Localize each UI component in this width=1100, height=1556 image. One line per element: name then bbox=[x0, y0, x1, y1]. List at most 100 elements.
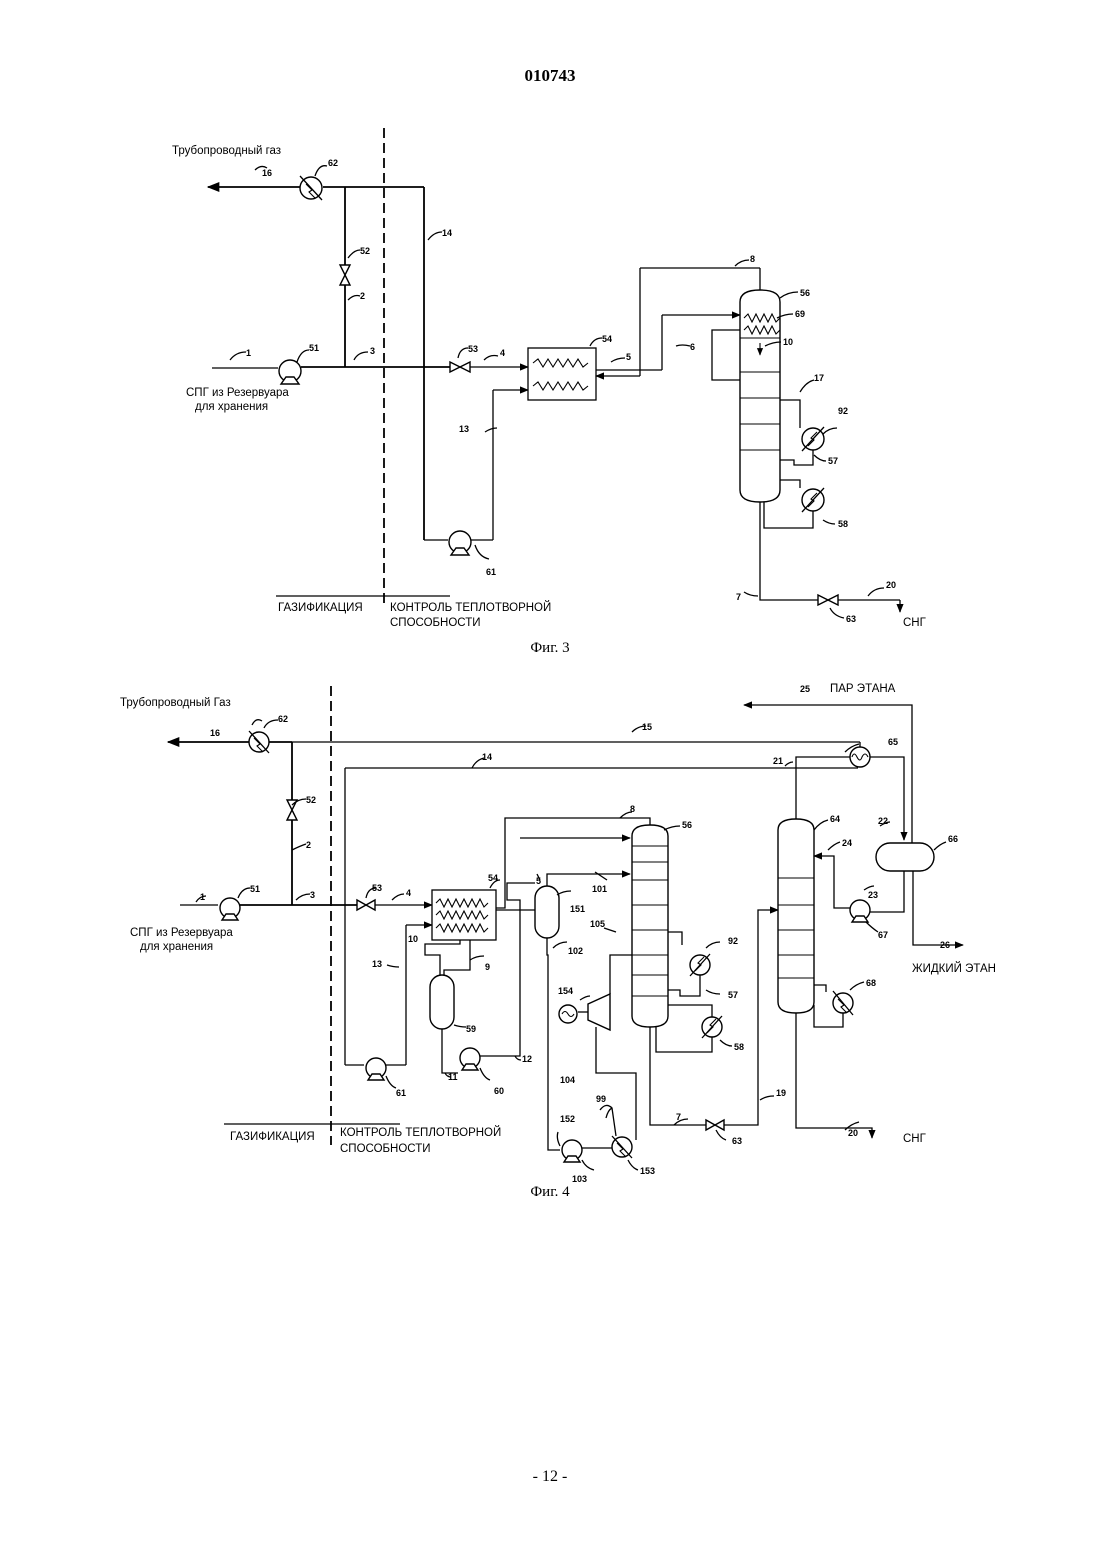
fig4-pump-67 bbox=[850, 900, 870, 922]
fig3-num-54: 54 bbox=[602, 334, 612, 344]
fig4-num-154: 154 bbox=[558, 986, 573, 996]
fig4-num-3: 3 bbox=[310, 890, 315, 900]
fig4-ngl-label: СНГ bbox=[903, 1133, 927, 1145]
fig4-stream-8 bbox=[496, 818, 650, 908]
fig4-exchanger-92 bbox=[690, 954, 710, 976]
fig3-pipeline-gas-label: Трубопроводный газ bbox=[172, 145, 281, 157]
page-number: - 12 - bbox=[0, 1468, 1100, 1486]
fig3-heater-62 bbox=[300, 176, 322, 200]
fig4-stream-104 bbox=[596, 1027, 636, 1140]
fig4-num-62: 62 bbox=[278, 714, 288, 724]
fig3-num-92: 92 bbox=[838, 406, 848, 416]
fig4-stream-101 bbox=[547, 874, 630, 886]
fig4-num-24: 24 bbox=[842, 838, 852, 848]
fig3-caption: Фиг. 3 bbox=[530, 640, 569, 656]
fig4-num-15: 15 bbox=[642, 722, 652, 732]
fig4-stream-24 bbox=[814, 856, 850, 908]
fig4-num-104: 104 bbox=[560, 1075, 575, 1085]
fig4-stream-11 bbox=[442, 1029, 458, 1073]
fig4-num-61: 61 bbox=[396, 1088, 406, 1098]
fig3-stream-17 bbox=[780, 400, 800, 428]
fig3-num-2: 2 bbox=[360, 291, 365, 301]
fig4-exchanger-65 bbox=[850, 747, 870, 767]
fig3-lng-source-label-2: для хранения bbox=[195, 401, 268, 413]
fig4-stream-to-92 bbox=[668, 932, 682, 945]
fig4-heater-62 bbox=[249, 731, 269, 753]
fig4-num-10: 10 bbox=[408, 934, 418, 944]
fig4-expander-154 bbox=[559, 994, 610, 1030]
fig4-num-153: 153 bbox=[640, 1166, 655, 1176]
fig3-ngl-label: СНГ bbox=[903, 617, 927, 629]
fig4-num-151: 151 bbox=[570, 904, 585, 914]
fig3-num-14: 14 bbox=[442, 228, 452, 238]
fig4-num-13: 13 bbox=[372, 959, 382, 969]
fig4-num-8: 8 bbox=[630, 804, 635, 814]
fig4-gasification-label: ГАЗИФИКАЦИЯ bbox=[230, 1131, 315, 1143]
fig4-separator-59 bbox=[430, 975, 454, 1029]
fig4-num-103: 103 bbox=[572, 1174, 587, 1184]
fig4-num-66: 66 bbox=[948, 834, 958, 844]
fig4-num-99: 99 bbox=[596, 1094, 606, 1104]
fig4-num-51: 51 bbox=[250, 884, 260, 894]
fig4-pump-61 bbox=[366, 1058, 386, 1080]
fig4-num-64: 64 bbox=[830, 814, 840, 824]
fig4-num-25: 25 bbox=[800, 684, 810, 694]
fig4-stream-102 bbox=[547, 938, 560, 1150]
fig3-num-10: 10 bbox=[783, 337, 793, 347]
fig4-valve-53 bbox=[357, 900, 375, 910]
fig4-caption: Фиг. 4 bbox=[530, 1184, 570, 1200]
fig4-num-16: 16 bbox=[210, 728, 220, 738]
fig4-num-9: 9 bbox=[485, 962, 490, 972]
fig3-num-4: 4 bbox=[500, 348, 505, 358]
fig4-separator-151 bbox=[535, 886, 559, 938]
fig3-num-17: 17 bbox=[814, 373, 824, 383]
fig4-num-101: 101 bbox=[592, 884, 607, 894]
fig3-hv-control-label-2: СПОСОБНОСТИ bbox=[390, 617, 481, 629]
fig4-lng-source-label-2: для хранения bbox=[140, 941, 213, 953]
fig3-num-13: 13 bbox=[459, 424, 469, 434]
fig3-num-53: 53 bbox=[468, 344, 478, 354]
figure-3: 16 62 14 52 2 1 51 3 53 4 54 5 6 8 56 69… bbox=[172, 128, 927, 656]
fig4-hv-control-label-2: СПОСОБНОСТИ bbox=[340, 1143, 431, 1155]
fig3-stream-7 bbox=[760, 502, 818, 600]
fig3-num-5: 5 bbox=[626, 352, 631, 362]
fig4-num-65: 65 bbox=[888, 737, 898, 747]
fig3-num-1: 1 bbox=[246, 348, 251, 358]
fig4-pipeline-gas-label: Трубопроводный Газ bbox=[120, 697, 231, 709]
fig3-num-52: 52 bbox=[360, 246, 370, 256]
fig3-gasification-label: ГАЗИФИКАЦИЯ bbox=[278, 602, 363, 614]
fig4-stream-9 bbox=[444, 940, 470, 975]
fig4-ethane-vapor-label: ПАР ЭТАНА bbox=[830, 683, 896, 695]
fig4-num-56: 56 bbox=[682, 820, 692, 830]
fig4-num-22: 22 bbox=[878, 816, 888, 826]
fig3-num-8: 8 bbox=[750, 254, 755, 264]
fig4-pump-60 bbox=[460, 1048, 480, 1070]
fig4-num-67: 67 bbox=[878, 930, 888, 940]
fig4-num-60: 60 bbox=[494, 1086, 504, 1096]
figure-4: 1 51 16 62 52 2 3 53 4 54 14 15 8 56 5 1… bbox=[120, 683, 996, 1200]
fig3-reboiler-58 bbox=[802, 488, 824, 512]
fig4-num-63: 63 bbox=[732, 1136, 742, 1146]
fig4-hv-control-label-1: КОНТРОЛЬ ТЕПЛОТВОРНОЙ bbox=[340, 1126, 501, 1139]
fig4-num-105: 105 bbox=[590, 919, 605, 929]
fig4-num-1: 1 bbox=[200, 892, 205, 902]
fig4-pump-152 bbox=[562, 1140, 582, 1162]
fig4-stream-21 bbox=[796, 757, 850, 768]
fig3-num-3: 3 bbox=[370, 346, 375, 356]
fig3-valve-63 bbox=[818, 595, 838, 605]
fig4-num-68: 68 bbox=[866, 978, 876, 988]
fig4-num-54: 54 bbox=[488, 873, 498, 883]
fig3-stream-6 bbox=[712, 330, 740, 380]
fig4-num-92: 92 bbox=[728, 936, 738, 946]
fig4-stream-to-68 bbox=[814, 985, 826, 992]
fig4-stream-20 bbox=[796, 1013, 872, 1138]
fig3-valve-53 bbox=[450, 362, 470, 372]
fig3-num-61: 61 bbox=[486, 567, 496, 577]
fig3-num-63: 63 bbox=[846, 614, 856, 624]
fig3-num-16: 16 bbox=[262, 168, 272, 178]
fig3-num-20: 20 bbox=[886, 580, 896, 590]
fig4-stream-57 bbox=[668, 975, 700, 996]
fig4-stream-7 bbox=[650, 1027, 706, 1125]
fig3-hv-control-label-1: КОНТРОЛЬ ТЕПЛОТВОРНОЙ bbox=[390, 601, 551, 614]
